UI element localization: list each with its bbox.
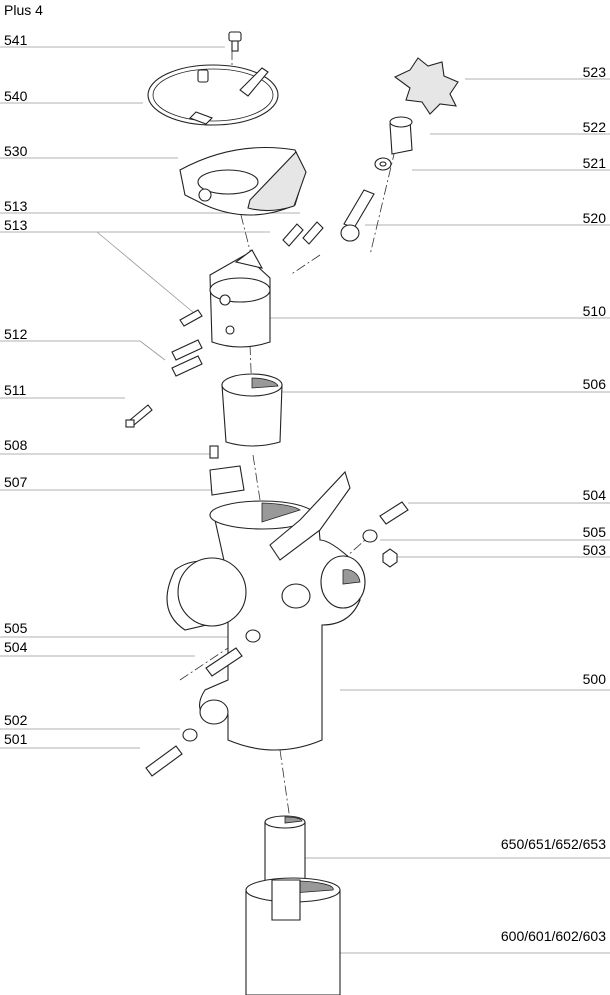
part-520-bolt: [340, 189, 375, 242]
diagram-title: Plus 4: [4, 2, 43, 18]
part-505-washer-right: [362, 529, 378, 543]
label-600-601-602-603: 600/601/602/603: [500, 928, 606, 944]
label-540: 540: [4, 88, 28, 104]
part-540-handwheel: [147, 64, 279, 126]
part-503-nut: [382, 548, 398, 568]
part-511-screw: [125, 404, 153, 428]
part-504-bolt-right: [379, 501, 409, 525]
label-502: 502: [4, 712, 28, 728]
part-522-bushing: [389, 116, 413, 155]
part-530-bevel-gear: [179, 146, 307, 216]
label-503: 503: [582, 542, 606, 558]
part-512-screws: [171, 339, 203, 377]
label-505-right: 505: [582, 524, 606, 540]
label-507: 507: [4, 474, 28, 490]
part-541-screw: [228, 31, 242, 52]
part-500-housing: [166, 470, 366, 751]
label-521: 521: [582, 155, 606, 171]
label-501: 501: [4, 731, 28, 747]
part-523-star-knob: [393, 57, 459, 115]
part-504-bolt-left: [205, 647, 243, 677]
label-504-left: 504: [4, 639, 28, 655]
part-507-clip: [209, 465, 245, 496]
part-505-washer-left: [245, 629, 261, 643]
label-512: 512: [4, 326, 28, 342]
label-510: 510: [582, 303, 606, 319]
label-522: 522: [582, 119, 606, 135]
part-512-pin: [179, 309, 203, 327]
part-600-outer-tube: [245, 877, 341, 995]
label-506: 506: [582, 376, 606, 392]
part-501-bolt: [145, 745, 183, 777]
label-523: 523: [582, 64, 606, 80]
part-502-washer: [182, 728, 198, 742]
label-511: 511: [4, 382, 27, 398]
label-513-lower: 513: [4, 217, 28, 233]
label-520: 520: [582, 210, 606, 226]
label-505-left: 505: [4, 620, 28, 636]
leader-lines: [0, 46, 610, 954]
label-513-upper: 513: [4, 198, 28, 214]
part-506-sleeve: [221, 373, 283, 447]
part-508-screw: [209, 445, 219, 459]
label-650-651-652-653: 650/651/652/653: [500, 836, 606, 852]
label-530: 530: [4, 143, 28, 159]
label-541: 541: [4, 32, 28, 48]
part-513-pins: [282, 221, 324, 247]
part-510-bracket: [209, 249, 271, 348]
label-500: 500: [582, 671, 606, 687]
label-508: 508: [4, 437, 28, 453]
label-504-right: 504: [582, 487, 606, 503]
part-521-washer: [374, 157, 392, 171]
